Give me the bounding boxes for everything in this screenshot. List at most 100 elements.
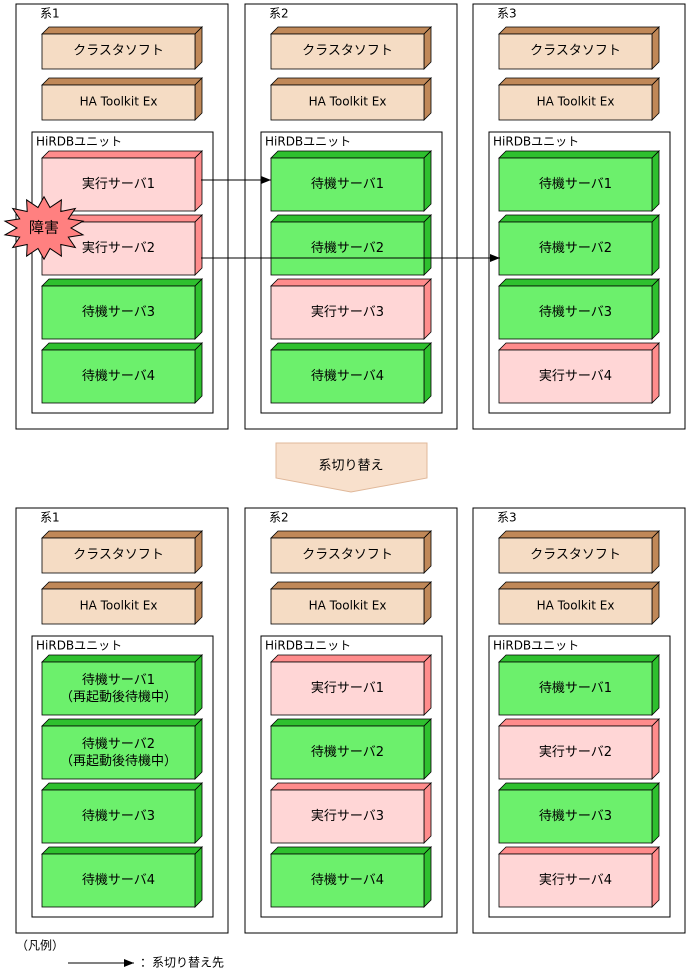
standby-server-box-top-face (41, 278, 203, 287)
ha-toolkit-box-front-face (498, 84, 653, 121)
standby-server-box-side-face (194, 342, 203, 404)
cluster-software-label: クラスタソフト (302, 548, 393, 563)
running-server-box (498, 342, 660, 404)
standby-server-box-front-face (270, 725, 425, 780)
hirdb-unit-label: HiRDBユニット (36, 639, 122, 653)
cluster-software-box-side-face (651, 530, 660, 574)
ha-toolkit-box-side-face (651, 581, 660, 625)
standby-server-box (41, 278, 203, 340)
standby-server-box-front-face (270, 349, 425, 404)
ha-toolkit-box-front-face (498, 588, 653, 625)
server-label: 実行サーバ2 (82, 240, 155, 256)
cluster-software-box (41, 26, 203, 70)
running-server-box-side-face (651, 342, 660, 404)
server-label: 実行サーバ4 (539, 872, 612, 888)
cluster-software-box-top-face (498, 26, 660, 35)
ha-toolkit-box-side-face (651, 77, 660, 121)
server-label: 待機サーバ1 (311, 177, 384, 192)
server-label: 待機サーバ1 (539, 177, 612, 192)
server-label: 実行サーバ3 (311, 304, 384, 320)
standby-server-box-front-face (41, 285, 196, 340)
server-label: 待機サーバ2 (311, 241, 384, 256)
running-server-box-side-face (194, 150, 203, 212)
standby-server-box-front-face (498, 221, 653, 276)
standby-server-box (41, 846, 203, 908)
standby-server-box-front-face (41, 789, 196, 844)
switchover-transition: 系切り替え (275, 442, 428, 493)
cluster-software-box-top-face (41, 530, 203, 539)
running-server-box-front-face (498, 853, 653, 908)
standby-server-box-top-face (498, 654, 660, 663)
legend-title: （凡例） (16, 939, 64, 953)
running-server-box (270, 278, 432, 340)
server-label: 待機サーバ2 (311, 745, 384, 760)
running-server-box-front-face (270, 661, 425, 716)
standby-server-box-top-face (270, 342, 432, 351)
system-label: 系2 (269, 7, 289, 21)
standby-server-box-top-face (41, 846, 203, 855)
cluster-software-box-side-face (651, 26, 660, 70)
cluster-software-label: クラスタソフト (530, 548, 621, 563)
ha-toolkit-box (41, 581, 203, 625)
standby-server-box-side-face (651, 654, 660, 716)
standby-server-box-side-face (423, 718, 432, 780)
server-label: 待機サーバ2 (82, 737, 155, 752)
standby-server-box (270, 150, 432, 212)
cluster-software-box (270, 26, 432, 70)
standby-server-box-top-face (41, 782, 203, 791)
ha-toolkit-box-side-face (423, 77, 432, 121)
ha-toolkit-box (498, 581, 660, 625)
server-label: 待機サーバ2 (539, 241, 612, 256)
standby-server-box-top-face (270, 150, 432, 159)
cluster-software-box-front-face (41, 33, 196, 70)
running-server-box-top-face (498, 342, 660, 351)
failure-label: 障害 (29, 219, 59, 237)
cluster-software-box-front-face (270, 537, 425, 574)
running-server-box-front-face (270, 285, 425, 340)
running-server-box-front-face (498, 349, 653, 404)
standby-server-box-side-face (651, 278, 660, 340)
running-server-box (498, 718, 660, 780)
standby-server-box (270, 342, 432, 404)
cluster-software-box (498, 530, 660, 574)
server-label: 待機サーバ1 (539, 681, 612, 696)
cluster-software-box-top-face (498, 530, 660, 539)
running-server-box-front-face (270, 789, 425, 844)
standby-server-box-top-face (270, 214, 432, 223)
system-label: 系2 (269, 511, 289, 525)
ha-toolkit-box-top-face (270, 77, 432, 86)
standby-server-box-front-face (498, 157, 653, 212)
cluster-software-box-front-face (41, 537, 196, 574)
standby-server-box-front-face (498, 285, 653, 340)
running-server-box-side-face (651, 718, 660, 780)
ha-toolkit-box-side-face (423, 581, 432, 625)
legend-arrow-label: ：系切り替え先 (140, 956, 224, 970)
server-label: （再起動後待機中） (60, 690, 177, 705)
standby-server-box-front-face (270, 157, 425, 212)
running-server-box (41, 150, 203, 212)
cluster-software-box-side-face (423, 530, 432, 574)
running-server-box-top-face (498, 718, 660, 727)
server-label: 待機サーバ4 (82, 369, 155, 384)
standby-server-box-side-face (423, 342, 432, 404)
server-label: （再起動後待機中） (60, 754, 177, 769)
cluster-software-label: クラスタソフト (530, 44, 621, 59)
server-label: 待機サーバ3 (82, 809, 155, 824)
standby-server-box (41, 654, 203, 716)
standby-server-box-top-face (498, 782, 660, 791)
system-label: 系3 (497, 7, 517, 21)
standby-server-box-top-face (41, 342, 203, 351)
ha-toolkit-box-top-face (498, 581, 660, 590)
hirdb-unit-label: HiRDBユニット (265, 135, 351, 149)
standby-server-box (270, 214, 432, 276)
standby-server-box-top-face (270, 718, 432, 727)
server-label: 実行サーバ1 (311, 680, 384, 696)
ha-toolkit-box (270, 77, 432, 121)
server-label: 待機サーバ3 (82, 305, 155, 320)
standby-server-box (498, 782, 660, 844)
standby-server-box (498, 278, 660, 340)
